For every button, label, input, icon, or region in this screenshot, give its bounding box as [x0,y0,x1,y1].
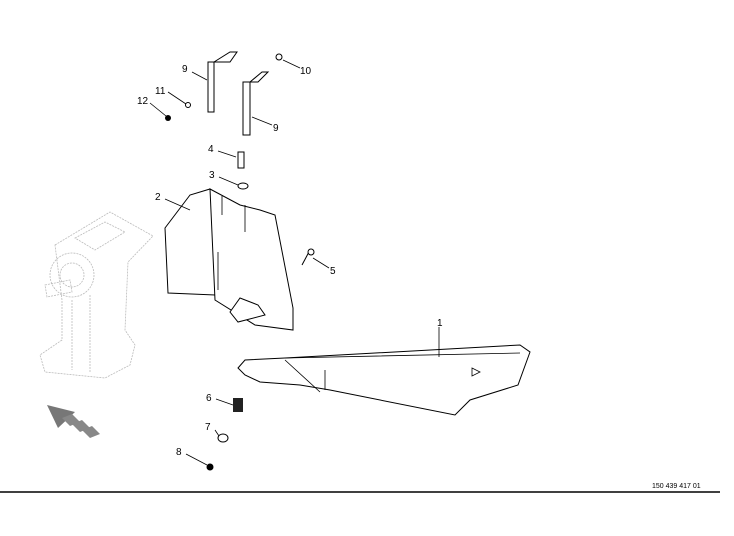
part-10-bolt [275,53,283,61]
callout-1: 1 [437,318,443,329]
callout-2: 2 [155,192,161,203]
callout-7: 7 [205,422,211,433]
direction-arrow-icon [47,405,100,438]
part-8-nut [206,463,214,471]
part-12-nut [165,115,171,121]
part-2-shield [164,188,294,331]
part-4-bolt [237,151,245,169]
part-11-washer [185,102,191,108]
callout-9-upper: 9 [182,64,188,75]
callout-4: 4 [208,144,214,155]
part-6-bushing [233,398,243,412]
callout-9-lower: 9 [273,123,279,134]
callout-3: 3 [209,170,215,181]
hardware [165,53,315,471]
callout-11: 11 [155,86,166,97]
part-7-washer [217,433,229,443]
part-1-arm [237,344,531,416]
callout-6: 6 [206,393,212,404]
callout-8: 8 [176,447,182,458]
callout-5: 5 [330,266,336,277]
document-number: 150 439 417 01 [652,483,701,490]
part-9-brackets [207,51,270,136]
part-3-washer [237,182,249,190]
callout-10: 10 [300,66,312,77]
leader-lines [149,59,440,466]
callout-12: 12 [137,96,149,107]
gearbox-ghost [39,211,154,379]
